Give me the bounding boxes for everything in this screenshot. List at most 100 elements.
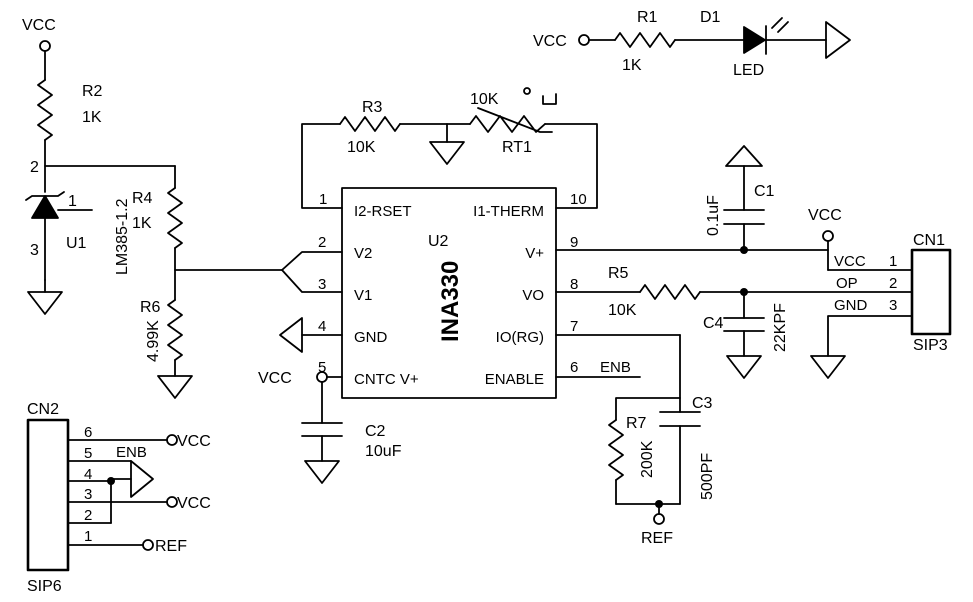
u2-pin-name: V+ — [525, 245, 544, 262]
u2-pin-number: 5 — [318, 359, 326, 376]
r5-ref: R5 — [608, 265, 629, 282]
u2-ref: U2 — [428, 233, 449, 250]
cn1-net-op: OP — [836, 275, 858, 292]
led-ray-icon — [771, 17, 783, 29]
gain-block: ENB R7 200K C3 500PF REF — [555, 334, 716, 547]
c1-ref: C1 — [754, 183, 775, 200]
enb-flag — [130, 460, 154, 498]
c4-ref: C4 — [703, 315, 724, 332]
cn2-enb-label: ENB — [116, 444, 147, 461]
cn2-pin-number: 6 — [84, 424, 92, 441]
u1-part: LM385-1.2 — [114, 198, 131, 275]
u2-pin-name: V2 — [354, 245, 372, 262]
ground-symbol-c2 — [304, 460, 340, 484]
vcc-terminal-r1 — [578, 34, 590, 46]
ref-label-cn2: REF — [155, 538, 187, 555]
u1-pin2-number: 2 — [30, 159, 39, 176]
rt1-ref: RT1 — [502, 139, 532, 156]
r7-ref: R7 — [626, 415, 647, 432]
ref-terminal — [653, 513, 665, 525]
u2-pin-name: VO — [522, 287, 544, 304]
junction-dot — [107, 477, 115, 485]
connector-cn2 — [26, 418, 70, 572]
c3-ref: C3 — [692, 395, 713, 412]
vcc-terminal-c2 — [316, 371, 328, 383]
u2-pin-number: 1 — [319, 191, 327, 208]
cn1-pin-number: 2 — [889, 275, 897, 292]
ref-terminal-cn2 — [142, 539, 154, 551]
ground-symbol-d1 — [825, 21, 851, 59]
u2-pin-name: I1-THERM — [473, 203, 544, 220]
u2-pin-number: 4 — [318, 318, 326, 335]
resistor-r4 — [167, 187, 183, 249]
vcc-terminal-cn2b — [166, 496, 178, 508]
c1-block: C1 0.1uF VCC — [555, 145, 913, 271]
ground-symbol-c4 — [726, 355, 762, 379]
u2-pin-number: 9 — [570, 234, 578, 251]
u2-pin-number: 6 — [570, 359, 578, 376]
cn2-type: SIP6 — [27, 578, 62, 595]
led-ray-icon — [777, 21, 789, 33]
r1-ref: R1 — [637, 9, 658, 26]
d1-ref: D1 — [700, 9, 721, 26]
cn2-pin-number: 3 — [84, 486, 92, 503]
u2-pin-number: 8 — [570, 276, 578, 293]
r4-value: 1K — [132, 215, 152, 232]
u2-pin-number: 3 — [318, 276, 326, 293]
c2-ref: C2 — [365, 423, 386, 440]
resistor-r7 — [608, 419, 624, 481]
vcc-terminal-v — [822, 230, 834, 242]
u2-pin-name: ENABLE — [485, 371, 544, 388]
r3-value: 10K — [347, 139, 376, 156]
ground-symbol-pin4 — [279, 317, 303, 353]
thermistor-slash — [477, 107, 553, 133]
wire — [281, 269, 343, 293]
vcc-label-c2: VCC — [258, 370, 292, 387]
wire — [544, 123, 598, 209]
cn1-net-vcc: VCC — [834, 253, 866, 270]
wire — [281, 251, 343, 271]
led-block: VCC R1 1K D1 LED — [533, 9, 851, 79]
ground-symbol-r3 — [429, 141, 465, 165]
u2-pin-name: GND — [354, 329, 388, 346]
u1-pin1-number: 1 — [68, 193, 77, 210]
r6-value: 4.99K — [145, 320, 162, 362]
led-d1 — [743, 26, 766, 54]
u2-pin-name: V1 — [354, 287, 372, 304]
u1-reference-block: VCC R2 1K 2 1 U1 3 LM385-1.2 — [22, 17, 176, 315]
connector-cn1 — [910, 248, 952, 336]
vcc-terminal-r2 — [39, 40, 51, 52]
u2-part: INA330 — [437, 261, 464, 342]
c4-value: 22KPF — [772, 303, 789, 352]
vcc-label-r2: VCC — [22, 17, 56, 34]
u2-body — [341, 187, 557, 399]
cn1-net-gnd: GND — [834, 297, 868, 314]
wire — [615, 397, 681, 421]
vcc-label-cn2a: VCC — [177, 433, 211, 450]
r3-ref: R3 — [362, 99, 383, 116]
c3-value: 500PF — [699, 453, 716, 500]
r6-ref: R6 — [140, 299, 161, 316]
u2-pin-name: I2-RSET — [354, 203, 412, 220]
cn2-pin-number: 1 — [84, 528, 92, 545]
c1-value: 0.1uF — [705, 195, 722, 236]
resistor-r2 — [37, 79, 53, 141]
cn2-pin-number: 5 — [84, 445, 92, 462]
enb-net-label: ENB — [600, 359, 631, 376]
u2-pin-number: 2 — [318, 234, 326, 251]
c2-block: VCC C2 10uF — [258, 370, 402, 484]
u1-ref: U1 — [66, 235, 87, 252]
cn1-pin-number: 1 — [889, 253, 897, 270]
r7-value: 200K — [639, 440, 656, 478]
zener-diode-u1 — [31, 195, 59, 219]
r4-ref: R4 — [132, 190, 153, 207]
resistor-r5 — [639, 284, 701, 300]
resistor-r3 — [339, 116, 401, 132]
cn2-ref: CN2 — [27, 401, 59, 418]
r2-value: 1K — [82, 109, 102, 126]
d1-value: LED — [733, 62, 764, 79]
gnd-pin4 — [279, 317, 343, 353]
rt1-value: 10K — [470, 91, 499, 108]
ground-symbol-r6 — [157, 375, 193, 399]
vcc-label-r1: VCC — [533, 33, 567, 50]
